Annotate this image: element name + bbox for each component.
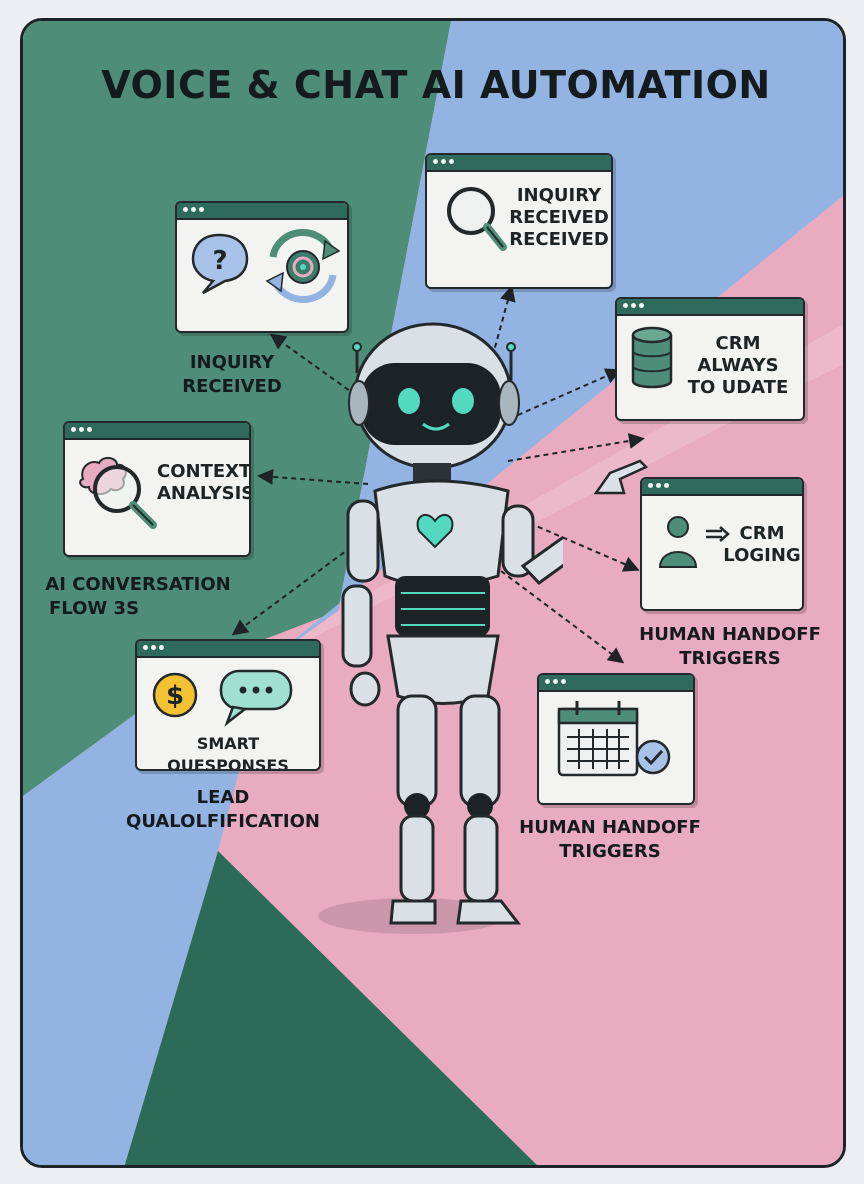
- cycle-arrows-icon: [265, 228, 341, 304]
- blue-panel-lower: [23, 661, 268, 1165]
- label-human-handoff-2: HUMAN HANDOFF TRIGGERS: [519, 817, 701, 862]
- question-bubble-icon: ?: [191, 233, 249, 295]
- context-card-text: CONTEXT ANALYSIS: [157, 461, 251, 504]
- magnifier-icon: [447, 187, 507, 251]
- dark-green-panel: [124, 851, 537, 1165]
- pointing-hand: [593, 459, 649, 495]
- calendar-card: [537, 673, 695, 805]
- crm-logging-text: CRM LOGING: [723, 523, 801, 566]
- calendar-check-icon: [557, 701, 671, 777]
- inquiry-card: INQUIRY RECEIVED RECEIVED: [425, 153, 613, 289]
- svg-text:$: $: [166, 681, 184, 711]
- dollar-coin-icon: $: [152, 672, 198, 718]
- user-arrow-icon: [658, 516, 730, 568]
- robot-illustration: [318, 322, 563, 934]
- smart-responses-card: $ SMART QUESPONSES: [135, 639, 321, 771]
- database-icon: [631, 326, 673, 389]
- label-lead-qualification: LEAD QUALOLFIFICATION: [126, 787, 320, 832]
- label-ai-conversation: AI CONVERSATION FLOW 3S: [45, 574, 231, 619]
- label-inquiry-received: INQUIRY RECEIVED: [182, 352, 282, 397]
- label-human-handoff-1: HUMAN HANDOFF TRIGGERS: [639, 624, 821, 669]
- crm-logging-card: CRM LOGING: [640, 477, 804, 611]
- smart-responses-text: SMART QUESPONSES: [167, 734, 289, 771]
- inquiry-card-text: INQUIRY RECEIVED RECEIVED: [509, 185, 609, 250]
- poster: VOICE & CHAT AI AUTOMATION: [20, 18, 846, 1168]
- svg-text:?: ?: [212, 246, 227, 276]
- crm-update-card: CRM ALWAYS TO UDATE: [615, 297, 805, 421]
- intent-card: ?: [175, 201, 349, 333]
- poster-title: VOICE & CHAT AI AUTOMATION: [101, 63, 771, 107]
- context-card: CONTEXT ANALYSIS: [63, 421, 251, 557]
- chat-bubble-icon: [219, 669, 293, 727]
- brain-magnifier-icon: [79, 457, 157, 529]
- crm-update-text: CRM ALWAYS TO UDATE: [687, 333, 789, 398]
